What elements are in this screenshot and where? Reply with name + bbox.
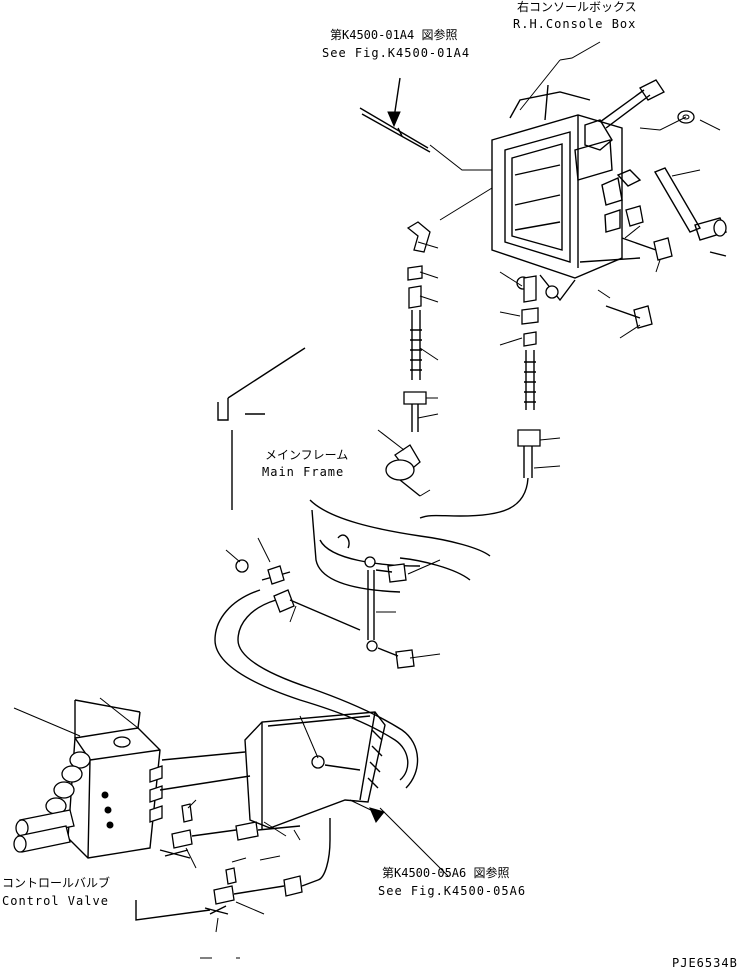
bolt-top [599,79,695,129]
ground-strap [337,534,415,669]
cable-right [419,275,541,519]
cable-left [385,221,431,497]
bracket-box [244,711,386,830]
main-frame-label-en: Main Frame [262,465,345,479]
control-valve-label-en: Control Valve [2,894,109,908]
control-valve-label-jp: コントロールバルブ [2,876,111,890]
ref-top-label-jp: 第K4500-01A4 図参照 [330,28,458,42]
ref-bottom-label-en: See Fig.K4500-05A6 [378,884,527,898]
ref-top-label-en: See Fig.K4500-01A4 [322,46,471,60]
valve-spools [13,751,91,853]
main-frame-label-jp: メインフレーム [265,448,349,462]
console-box-label-jp: 右コンソールボックス [517,0,637,14]
rod-top [359,107,431,153]
lever-arm [616,167,727,257]
reference-arrows [369,77,401,823]
drawing-number: PJE6534B [672,956,738,970]
hose-loop [214,559,419,789]
lower-cables [135,803,331,921]
console-box [491,84,641,302]
ref-bottom-label-jp: 第K4500-05A6 図参照 [382,866,510,880]
console-box-label-en: R.H.Console Box [513,17,637,31]
main-frame [217,347,491,593]
